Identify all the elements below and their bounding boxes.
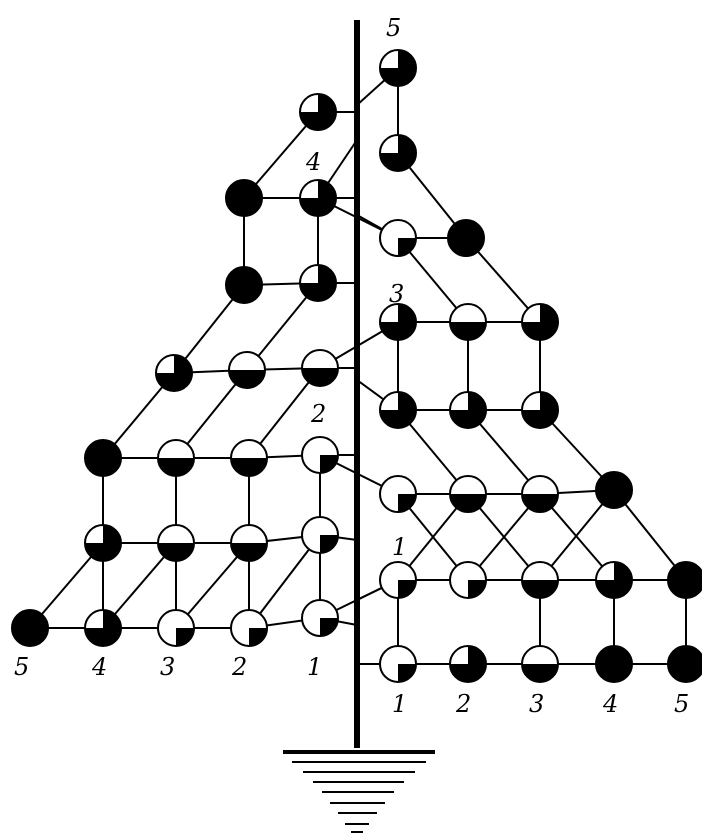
lattice-node — [225, 266, 263, 304]
lattice-node — [521, 391, 559, 429]
label-2: 2 — [310, 400, 326, 428]
lattice-node — [301, 599, 339, 637]
lattice-node — [595, 471, 633, 509]
bottom-left-label: 1 — [307, 653, 322, 681]
lattice-node — [299, 93, 337, 131]
lattice-node — [230, 524, 268, 562]
lattice-edge — [248, 367, 321, 459]
lattice-node — [379, 134, 417, 172]
lattice-node — [379, 645, 417, 683]
lattice-node — [301, 436, 339, 474]
lattice-node — [447, 219, 485, 257]
bottom-right-label: 3 — [529, 690, 544, 718]
lattice-edge — [613, 489, 687, 581]
lattice-node — [379, 219, 417, 257]
bottom-left-label: 4 — [91, 653, 107, 681]
lattice-node — [449, 645, 487, 683]
bottom-right-label: 5 — [674, 690, 689, 718]
lattice-edge — [539, 489, 615, 581]
lattice-node — [379, 303, 417, 341]
lattice-node — [157, 439, 195, 477]
bottom-left-label: 5 — [14, 653, 29, 681]
lattice-node — [84, 439, 122, 477]
lattice-node — [157, 609, 195, 647]
lattice-node — [230, 439, 268, 477]
lattice-node — [379, 49, 417, 87]
lattice-node — [301, 516, 339, 554]
label-top-5: 5 — [386, 14, 401, 42]
lattice-node — [595, 645, 633, 683]
lattice-node — [521, 561, 559, 599]
lattice-node — [379, 391, 417, 429]
lattice-node — [84, 609, 122, 647]
lattice-node — [379, 475, 417, 513]
bottom-left-label: 2 — [231, 653, 247, 681]
lattice-node — [84, 524, 122, 562]
ground-symbol — [283, 750, 435, 833]
lattice-edge — [248, 534, 321, 629]
lattice-node — [379, 561, 417, 599]
lattice-node — [667, 645, 702, 683]
bottom-right-label: 1 — [392, 690, 407, 718]
lattice-node — [301, 349, 339, 387]
lattice-node — [299, 179, 337, 217]
diagram-nodes — [11, 49, 702, 683]
lattice-node — [11, 609, 49, 647]
lattice-node — [521, 645, 559, 683]
bottom-right-label: 2 — [455, 690, 471, 718]
lattice-node — [667, 561, 702, 599]
label-4: 4 — [305, 148, 321, 176]
bottom-left-label: 3 — [160, 653, 175, 681]
lattice-node — [449, 475, 487, 513]
lattice-node — [449, 561, 487, 599]
lattice-node — [449, 391, 487, 429]
lattice-node — [449, 303, 487, 341]
lattice-node — [521, 475, 559, 513]
lattice-node — [230, 609, 268, 647]
lattice-node — [521, 303, 559, 341]
lattice-node — [157, 524, 195, 562]
lattice-node — [225, 179, 263, 217]
lattice-node — [155, 354, 193, 392]
bottom-right-label: 4 — [602, 690, 618, 718]
label-3: 3 — [389, 280, 404, 308]
lattice-node — [228, 351, 266, 389]
lattice-node — [595, 561, 633, 599]
lattice-node — [299, 264, 337, 302]
label-1: 1 — [392, 533, 407, 561]
